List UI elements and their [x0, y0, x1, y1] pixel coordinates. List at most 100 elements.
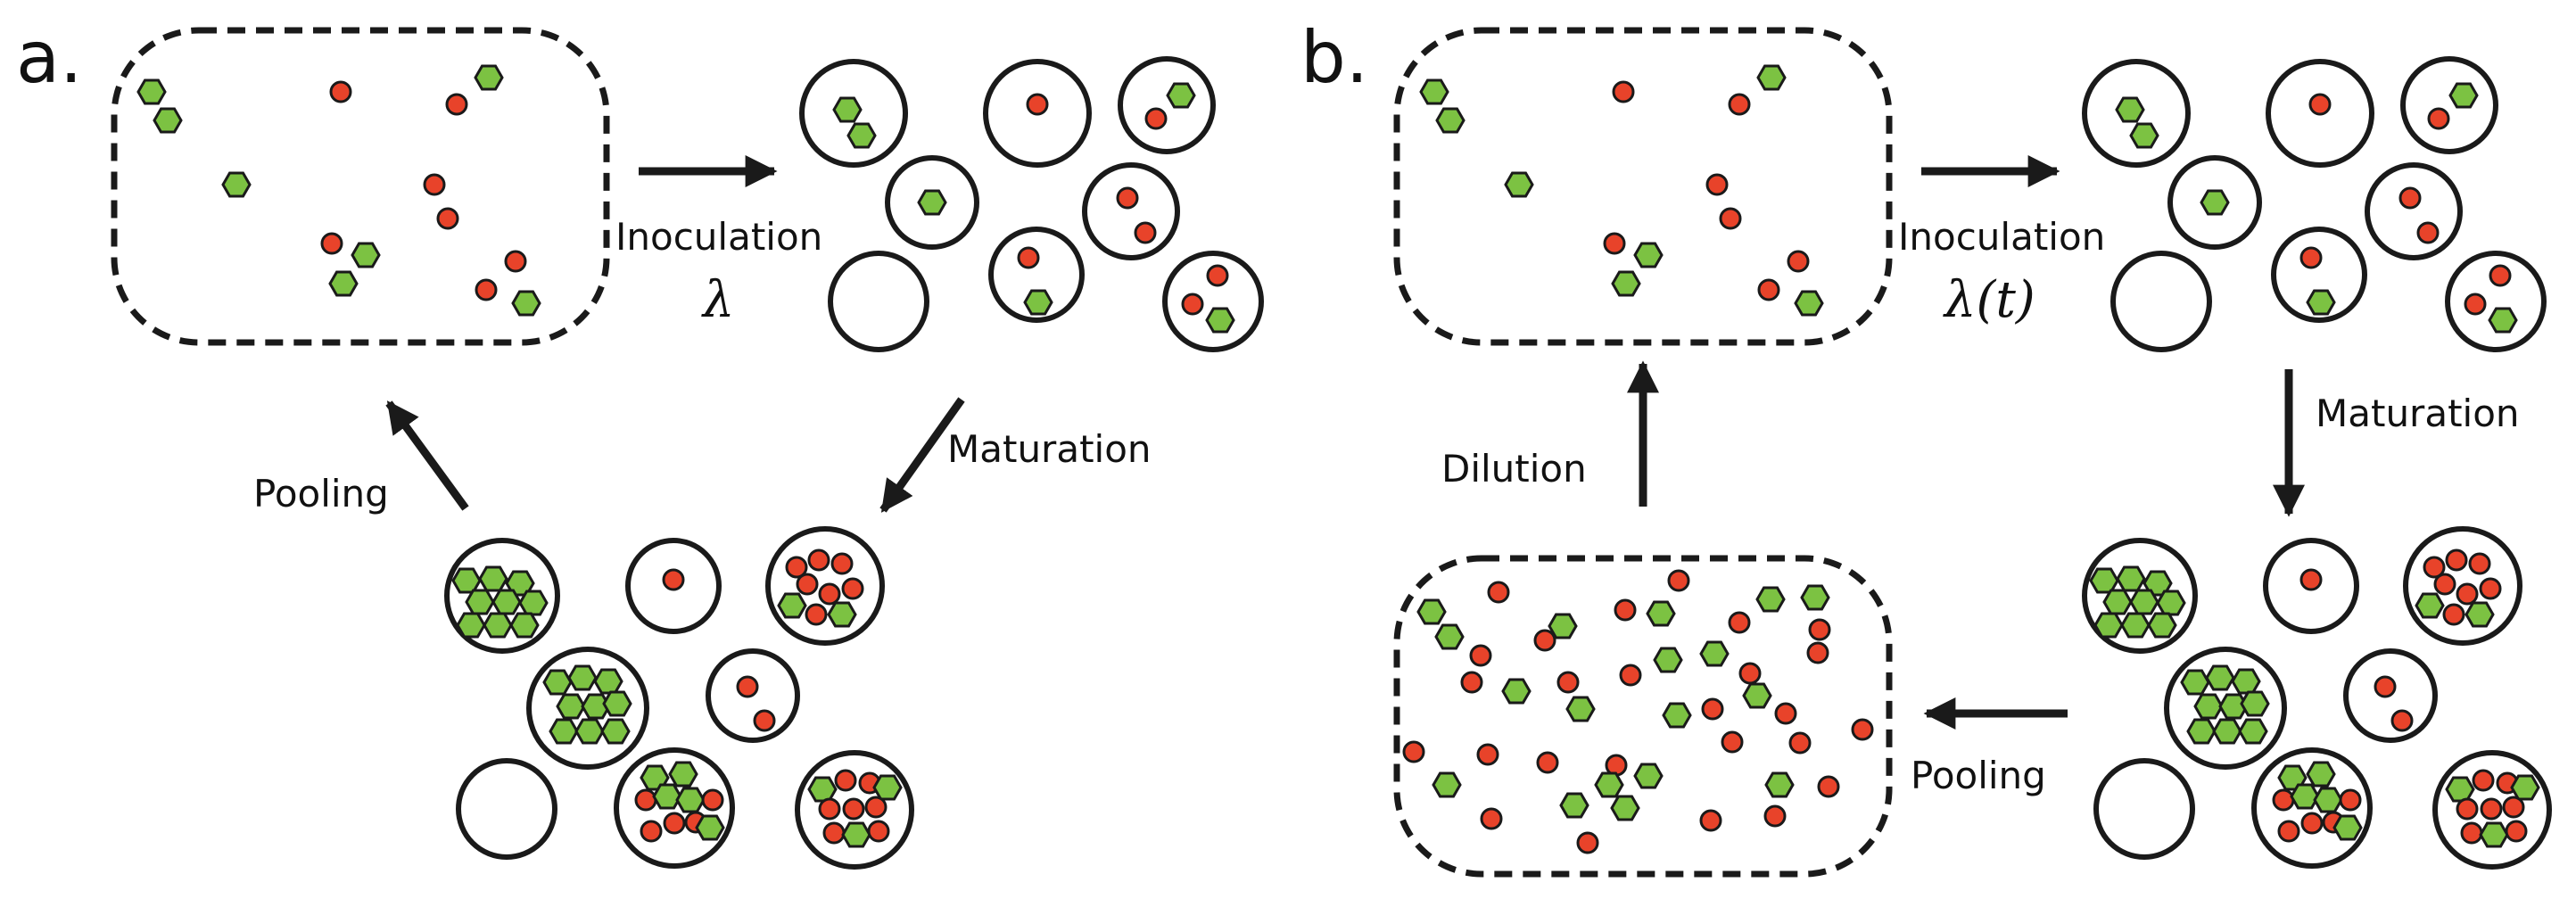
green-cell	[2218, 693, 2249, 720]
red-cell	[1134, 221, 1157, 244]
droplet	[885, 155, 979, 250]
red-cell	[2445, 548, 2468, 572]
panel-b-inoculation-param: λ(t)	[1943, 271, 2035, 329]
panel-a-maturation-label: Maturation	[947, 427, 1152, 471]
red-cell	[1701, 697, 1724, 721]
green-cell	[221, 171, 252, 198]
green-cell	[511, 290, 541, 317]
red-cell	[1026, 93, 1049, 116]
red-cell	[1614, 598, 1637, 622]
red-cell	[2460, 821, 2483, 845]
green-cell	[2089, 567, 2119, 594]
red-cell	[867, 820, 890, 843]
panel-b-pool-top-cells	[1419, 64, 1824, 317]
green-cell	[1755, 586, 1786, 613]
green-cell	[1662, 702, 1692, 729]
panel-b-pool-top	[1393, 27, 1893, 346]
droplet	[765, 526, 885, 646]
red-cell	[475, 278, 498, 301]
green-cell	[1166, 82, 1196, 109]
droplet	[706, 648, 800, 743]
green-cell	[2129, 122, 2159, 149]
red-cell	[834, 769, 857, 792]
green-cell	[2445, 776, 2475, 803]
red-cell	[2300, 812, 2324, 835]
red-cell	[2339, 788, 2362, 812]
green-cell	[2479, 821, 2509, 848]
red-cell	[701, 788, 724, 812]
green-cell	[556, 693, 586, 720]
green-cell	[1205, 307, 1235, 334]
red-cell	[423, 173, 446, 196]
panel-b-label: b.	[1300, 16, 1368, 99]
panel-b-maturation-label: Maturation	[2316, 392, 2520, 435]
red-cell	[2308, 93, 2332, 116]
green-cell	[451, 567, 482, 594]
droplet	[2400, 56, 2498, 154]
droplet	[2093, 758, 2195, 860]
red-cell	[640, 820, 663, 843]
green-cell	[1565, 696, 1596, 722]
droplet	[2110, 251, 2212, 352]
red-cell	[1851, 718, 1874, 741]
green-cell	[2120, 612, 2151, 639]
red-cell	[1612, 80, 1635, 103]
green-cell	[600, 718, 631, 745]
green-cell	[917, 189, 947, 216]
green-cell	[832, 96, 863, 123]
red-cell	[1788, 731, 1812, 755]
green-cell	[2156, 590, 2186, 616]
green-cell	[2205, 664, 2235, 691]
red-cell	[1603, 232, 1626, 255]
panel-a-inoculated-droplets	[799, 56, 1264, 352]
red-cell	[2390, 709, 2414, 732]
droplet	[614, 747, 735, 869]
droplet	[1082, 162, 1180, 260]
red-cell	[1763, 804, 1787, 828]
panel-a-pooling-arrow	[385, 400, 469, 511]
green-cell	[2415, 592, 2445, 619]
green-cell	[491, 589, 522, 615]
droplet	[2167, 155, 2262, 250]
droplet	[456, 758, 557, 860]
green-cell	[1548, 613, 1578, 639]
red-cell	[1699, 809, 1722, 832]
green-cell	[2488, 307, 2518, 334]
red-cell	[1806, 641, 1829, 664]
red-cell	[830, 552, 854, 575]
red-cell	[2464, 293, 2487, 316]
red-cell	[1705, 173, 1729, 196]
red-cell	[1619, 664, 1642, 687]
green-cell	[518, 590, 549, 616]
green-cell	[549, 718, 579, 745]
droplet	[2164, 647, 2287, 770]
red-cell	[1469, 644, 1492, 667]
red-cell	[1808, 618, 1831, 641]
green-cell	[2186, 718, 2217, 745]
droplet	[625, 538, 722, 634]
red-cell	[2374, 675, 2397, 698]
panel-b: b. Inoculation λ(t) Maturation Pooling D…	[1300, 16, 2552, 878]
red-cell	[2427, 107, 2450, 130]
red-cell	[864, 796, 888, 819]
panel-a-pool-top-cells	[136, 64, 541, 317]
green-cell	[1434, 623, 1465, 650]
green-cell	[1416, 598, 1447, 625]
green-cell	[602, 690, 632, 717]
droplet	[988, 227, 1085, 323]
red-cell	[634, 788, 657, 812]
green-cell	[1633, 763, 1664, 789]
green-cell	[2306, 761, 2336, 788]
red-cell	[1757, 278, 1780, 301]
droplet	[2251, 747, 2373, 869]
red-cell	[320, 232, 343, 255]
droplet	[2266, 59, 2374, 168]
droplet	[2432, 750, 2552, 870]
red-cell	[2272, 788, 2295, 812]
red-cell	[1728, 611, 1751, 634]
green-cell	[2465, 601, 2495, 628]
red-cell	[1181, 293, 1204, 316]
red-cell	[2472, 769, 2495, 792]
red-cell	[1667, 569, 1690, 592]
red-cell	[504, 250, 527, 273]
